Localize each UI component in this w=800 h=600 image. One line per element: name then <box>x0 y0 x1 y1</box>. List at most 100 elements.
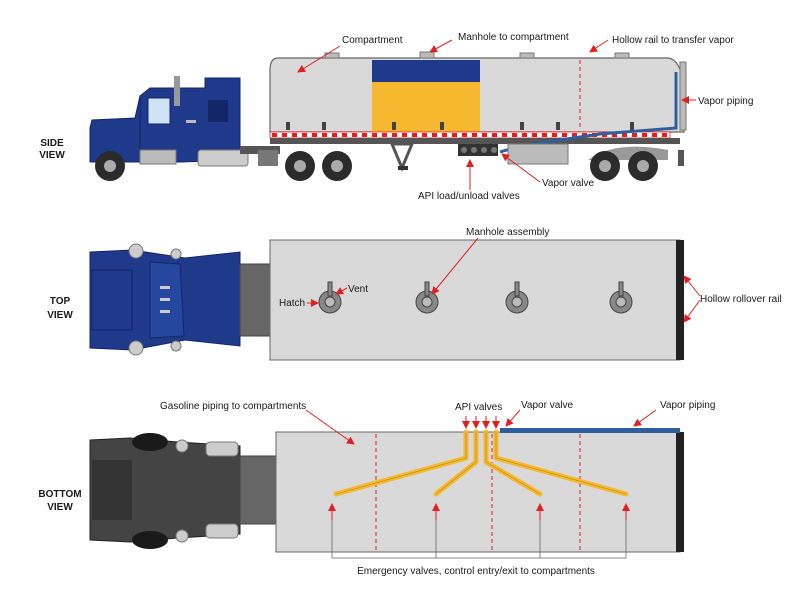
rail-stripe <box>662 133 667 137</box>
top-manhole-3 <box>505 281 529 314</box>
side-landing-foot <box>398 166 408 170</box>
rail-stripe <box>442 133 447 137</box>
top-view: TOP VIEW Manhole assembly Vent Hatch Hol… <box>47 227 782 361</box>
label-emergency-valves: Emergency valves, control entry/exit to … <box>357 566 595 577</box>
side-tank-rear-cap <box>679 61 687 131</box>
side-cab-step <box>139 149 177 165</box>
label-api-load-unload: API load/unload valves <box>418 191 520 202</box>
label-compartment: Compartment <box>342 35 403 46</box>
side-landing-gear <box>389 142 415 172</box>
top-manhole-2 <box>415 281 439 314</box>
rail-stripe <box>612 133 617 137</box>
side-front-wheel <box>95 151 125 181</box>
rail-stripe <box>272 133 277 137</box>
side-cab-door-handle <box>186 120 196 123</box>
side-rail-stripes <box>272 133 667 137</box>
bottom-view-label-2: VIEW <box>47 502 73 513</box>
top-view-label-1: TOP <box>50 296 71 307</box>
bottom-front-tire-top <box>132 433 189 453</box>
arrow-rollover-bottom <box>683 299 701 323</box>
side-cab-window <box>147 97 171 125</box>
rail-stripe <box>312 133 317 137</box>
arrow-vapor-valve-side <box>501 153 541 183</box>
arrow-manhole-assembly <box>431 237 479 295</box>
side-manhole-2 <box>419 51 435 59</box>
label-vapor-valve-side: Vapor valve <box>542 178 595 189</box>
label-manhole-assembly: Manhole assembly <box>466 227 549 238</box>
rail-stripe <box>292 133 297 137</box>
side-trailer-box <box>507 143 569 165</box>
side-view-label-1: SIDE <box>40 138 64 149</box>
rail-stripe <box>532 133 537 137</box>
rail-stripe <box>542 133 547 137</box>
label-hollow-rail-vapor: Hollow rail to transfer vapor <box>612 35 734 46</box>
rail-stripe <box>332 133 337 137</box>
top-view-label-2: VIEW <box>47 310 73 321</box>
label-hatch: Hatch <box>279 298 305 309</box>
rail-stripe <box>372 133 377 137</box>
rail-stripe <box>392 133 397 137</box>
label-manhole-to-compartment: Manhole to compartment <box>458 32 569 43</box>
top-rollover-rail <box>676 240 684 360</box>
side-compartment-gold <box>372 82 480 132</box>
side-sleeper-window <box>208 100 228 122</box>
rail-stripe <box>652 133 657 137</box>
bottom-view-label-1: BOTTOM <box>38 489 81 500</box>
top-mirror-left <box>128 243 182 260</box>
rail-stripe <box>452 133 457 137</box>
label-vent: Vent <box>348 284 368 295</box>
arrow-manhole-to-compartment <box>429 39 453 53</box>
arrows-api-valves <box>462 416 500 429</box>
label-hollow-rollover-rail: Hollow rollover rail <box>700 294 782 305</box>
rail-stripe <box>302 133 307 137</box>
top-mirror-right <box>128 340 182 356</box>
bottom-front-axle-zone <box>92 460 132 520</box>
side-tractor-fender <box>258 150 278 166</box>
bottom-front-tire-bottom <box>132 529 189 549</box>
bottom-fuel-tank-top <box>205 441 239 457</box>
label-gasoline-piping: Gasoline piping to compartments <box>160 401 306 412</box>
rail-stripe <box>432 133 437 137</box>
rail-stripe <box>382 133 387 137</box>
bottom-rear-rail <box>676 432 684 552</box>
rail-stripe <box>422 133 427 137</box>
side-trailer-wheel-1 <box>590 151 620 181</box>
top-roof-markers <box>160 286 170 313</box>
label-vapor-piping-bottom: Vapor piping <box>660 400 715 411</box>
arrow-vent <box>335 287 348 295</box>
rail-stripe <box>362 133 367 137</box>
arrow-hollow-rail-vapor <box>589 39 609 53</box>
side-drive-wheel-1 <box>285 151 315 181</box>
bottom-pipe-outlines <box>335 432 627 495</box>
top-coupling <box>239 263 271 337</box>
side-trailer-wheel-2 <box>628 151 658 181</box>
top-hood <box>91 269 133 331</box>
rail-stripe <box>492 133 497 137</box>
rail-stripe <box>462 133 467 137</box>
rail-stripe <box>472 133 477 137</box>
bottom-vapor-pipe <box>500 428 680 433</box>
side-tank-fittings <box>286 122 634 130</box>
top-manhole-1 <box>318 281 342 314</box>
rail-stripe <box>642 133 647 137</box>
arrow-rollover-top <box>683 275 701 297</box>
label-api-valves: API valves <box>455 402 502 413</box>
rail-stripe <box>402 133 407 137</box>
side-fuel-tank <box>197 149 249 167</box>
side-compartment-blue <box>372 60 480 82</box>
side-manhole-4 <box>614 52 630 59</box>
bottom-drive-axle <box>239 455 277 525</box>
side-manhole-3 <box>519 52 535 59</box>
rail-stripe <box>562 133 567 137</box>
label-vapor-valve-bottom: Vapor valve <box>521 400 574 411</box>
rail-stripe <box>502 133 507 137</box>
rail-stripe <box>522 133 527 137</box>
rail-stripe <box>622 133 627 137</box>
side-trailer-frame <box>270 138 680 144</box>
rail-stripe <box>482 133 487 137</box>
side-drive-wheel-2 <box>322 151 352 181</box>
rail-stripe <box>322 133 327 137</box>
rail-stripe <box>552 133 557 137</box>
bottom-view: BOTTOM VIEW Gasoline piping to compartme… <box>38 400 715 577</box>
arrow-gasoline-piping <box>305 409 355 445</box>
